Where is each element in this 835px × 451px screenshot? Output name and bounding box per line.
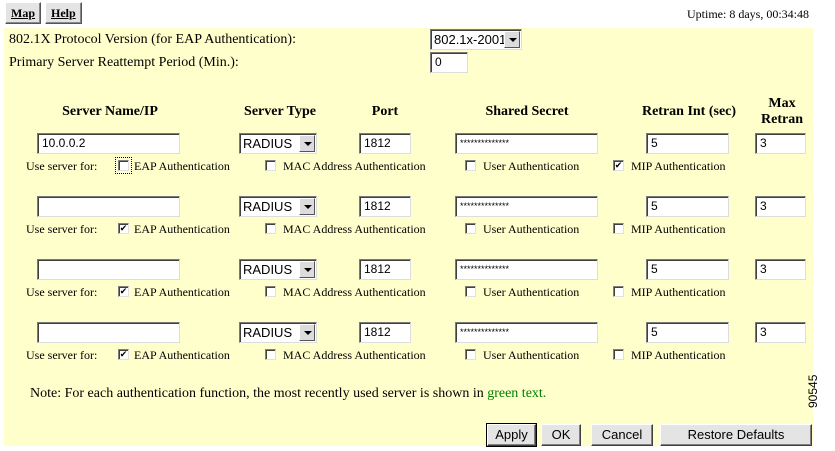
chevron-down-icon — [299, 324, 315, 341]
uptime-status: Uptime: 8 days, 00:34:48 — [687, 7, 809, 21]
mac-auth-checkbox[interactable] — [265, 223, 276, 234]
eap-auth-checkbox[interactable] — [115, 157, 132, 174]
mip-auth-checkbox[interactable] — [613, 286, 624, 297]
mip-auth-label: MIP Authentication — [631, 159, 726, 173]
mip-auth-checkbox[interactable] — [613, 349, 624, 360]
eap-auth-label: EAP Authentication — [134, 348, 230, 362]
apply-button[interactable]: Apply — [486, 423, 537, 447]
reattempt-period-input[interactable]: 0 — [430, 52, 468, 73]
port-input[interactable]: 1812 — [359, 259, 411, 280]
mac-auth-checkbox[interactable] — [265, 160, 276, 171]
user-auth-label: User Authentication — [483, 222, 580, 236]
chevron-down-icon — [299, 261, 315, 278]
user-auth-label: User Authentication — [483, 159, 580, 173]
max-retran-input[interactable]: 3 — [755, 196, 806, 217]
eap-auth-checkbox[interactable] — [118, 286, 129, 297]
mip-auth-label: MIP Authentication — [631, 285, 726, 299]
max-retran-input[interactable]: 3 — [755, 322, 806, 343]
chevron-down-icon — [504, 31, 520, 48]
note-text: Note: For each authentication function, … — [30, 386, 546, 402]
header-server-name: Server Name/IP — [62, 104, 158, 119]
mip-auth-label: MIP Authentication — [631, 222, 726, 236]
server-type-select[interactable]: RADIUS — [239, 259, 317, 280]
port-input[interactable]: 1812 — [359, 322, 411, 343]
user-auth-checkbox[interactable] — [465, 223, 476, 234]
mac-auth-label: MAC Address Authentication — [283, 285, 426, 299]
retran-int-input[interactable]: 5 — [646, 322, 729, 343]
settings-panel — [4, 28, 813, 446]
eap-auth-checkbox[interactable] — [118, 223, 129, 234]
note-main: Note: For each authentication function, … — [30, 386, 488, 401]
retran-int-input[interactable]: 5 — [646, 133, 729, 154]
server-type-value: RADIUS — [243, 325, 293, 340]
max-retran-input[interactable]: 3 — [755, 133, 806, 154]
user-auth-checkbox[interactable] — [465, 160, 476, 171]
port-input[interactable]: 1812 — [359, 196, 411, 217]
server-name-input[interactable] — [37, 196, 180, 217]
header-server-type: Server Type — [244, 104, 316, 119]
reattempt-period-label: Primary Server Reattempt Period (Min.): — [9, 55, 239, 70]
mac-auth-label: MAC Address Authentication — [283, 159, 426, 173]
protocol-version-label: 802.1X Protocol Version (for EAP Authent… — [9, 32, 296, 47]
mac-auth-label: MAC Address Authentication — [283, 348, 426, 362]
server-type-select[interactable]: RADIUS — [239, 322, 317, 343]
shared-secret-input[interactable]: ************** — [455, 322, 598, 343]
eap-auth-label: EAP Authentication — [134, 222, 230, 236]
mac-auth-label: MAC Address Authentication — [283, 222, 426, 236]
header-shared-secret: Shared Secret — [485, 104, 569, 119]
server-type-value: RADIUS — [243, 262, 293, 277]
use-server-for-label: Use server for: — [26, 222, 98, 236]
use-server-for-label: Use server for: — [26, 285, 98, 299]
chevron-down-icon — [299, 135, 315, 152]
user-auth-checkbox[interactable] — [465, 349, 476, 360]
shared-secret-input[interactable]: ************** — [455, 196, 598, 217]
port-input[interactable]: 1812 — [359, 133, 411, 154]
server-name-input[interactable] — [37, 259, 180, 280]
server-type-value: RADIUS — [243, 136, 293, 151]
retran-int-input[interactable]: 5 — [646, 196, 729, 217]
server-type-value: RADIUS — [243, 199, 293, 214]
top-bar: Map Help Uptime: 8 days, 00:34:48 — [0, 0, 835, 28]
shared-secret-input[interactable]: ************** — [455, 259, 598, 280]
retran-int-input[interactable]: 5 — [646, 259, 729, 280]
use-server-for-label: Use server for: — [26, 348, 98, 362]
server-type-select[interactable]: RADIUS — [239, 133, 317, 154]
note-green-text: green text. — [487, 386, 547, 401]
mac-auth-checkbox[interactable] — [265, 349, 276, 360]
restore-defaults-button[interactable]: Restore Defaults — [660, 424, 812, 446]
server-name-input[interactable] — [37, 322, 180, 343]
server-name-input[interactable]: 10.0.0.2 — [37, 133, 180, 154]
header-max-retran: Max Retran — [761, 96, 803, 127]
max-retran-input[interactable]: 3 — [755, 259, 806, 280]
protocol-version-select[interactable]: 802.1x-2001 — [430, 29, 522, 50]
shared-secret-input[interactable]: ************** — [455, 133, 598, 154]
header-port: Port — [371, 104, 399, 119]
user-auth-label: User Authentication — [483, 285, 580, 299]
eap-auth-label: EAP Authentication — [134, 159, 230, 173]
user-auth-checkbox[interactable] — [465, 286, 476, 297]
server-type-select[interactable]: RADIUS — [239, 196, 317, 217]
mac-auth-checkbox[interactable] — [265, 286, 276, 297]
map-button[interactable]: Map — [5, 2, 41, 24]
ok-button[interactable]: OK — [541, 424, 581, 446]
eap-auth-label: EAP Authentication — [134, 285, 230, 299]
chevron-down-icon — [299, 198, 315, 215]
mip-auth-checkbox[interactable] — [613, 160, 624, 171]
use-server-for-label: Use server for: — [26, 159, 98, 173]
eap-auth-checkbox[interactable] — [118, 349, 129, 360]
mip-auth-checkbox[interactable] — [613, 223, 624, 234]
protocol-version-value: 802.1x-2001 — [434, 32, 507, 47]
mip-auth-label: MIP Authentication — [631, 348, 726, 362]
cancel-button[interactable]: Cancel — [591, 424, 653, 446]
header-retran-int: Retran Int (sec) — [641, 104, 737, 119]
figure-number: 90545 — [806, 374, 820, 408]
help-button[interactable]: Help — [45, 2, 82, 24]
user-auth-label: User Authentication — [483, 348, 580, 362]
